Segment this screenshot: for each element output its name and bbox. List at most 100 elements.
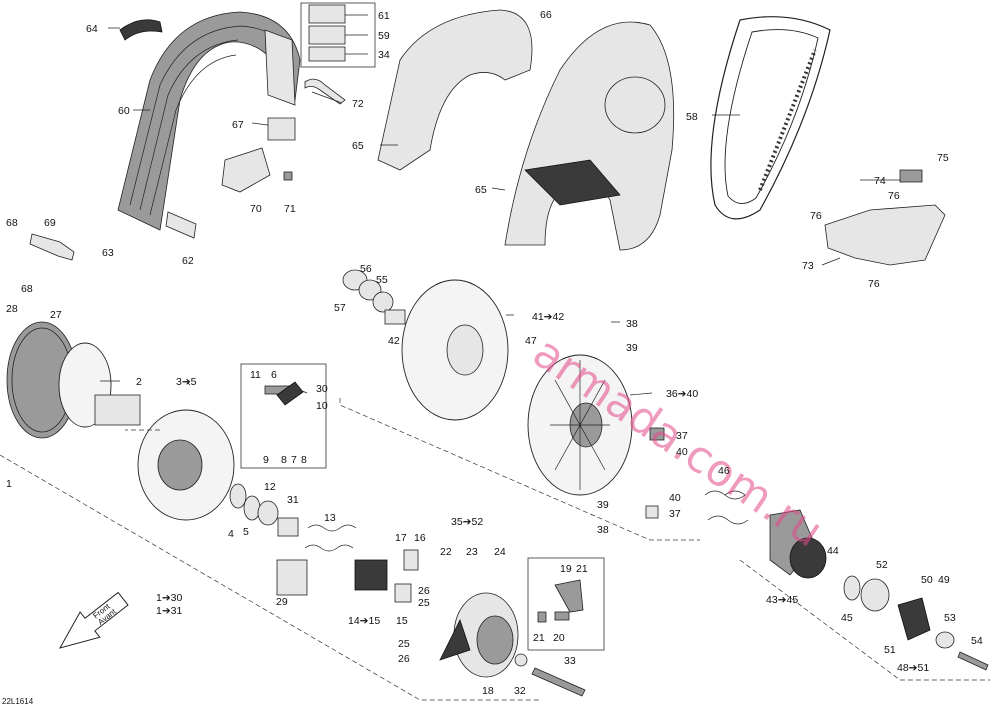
ring-5 (243, 495, 261, 521)
callout: 55 (376, 274, 388, 286)
callout: 71 (284, 203, 296, 215)
callout: 75 (937, 152, 949, 164)
bolt-16 (403, 549, 419, 571)
callout: 52 (876, 559, 888, 571)
callout: 12 (264, 481, 276, 493)
callout: 7 (291, 454, 297, 466)
callout: 14➔15 (348, 615, 380, 627)
callout: 49 (938, 574, 950, 586)
callout: 1 (6, 478, 12, 490)
callout: 8 (301, 454, 307, 466)
callout: 59 (378, 30, 390, 42)
decal-34 (308, 46, 346, 62)
callout: 28 (6, 303, 18, 315)
callout: 60 (118, 105, 130, 117)
callout: 51 (884, 644, 896, 656)
cvt-tech-label (524, 159, 621, 206)
callout: 39 (626, 342, 638, 354)
callout: 40 (669, 492, 681, 504)
callout: 65 (352, 140, 364, 152)
callout: 18 (482, 685, 494, 697)
callout: 41➔42 (532, 311, 564, 323)
diagram-code: 22L1614 (2, 697, 34, 706)
bracket-70 (221, 147, 271, 193)
callout: 32 (514, 685, 526, 697)
callout: 68 (6, 217, 18, 229)
callout: 8 (281, 454, 287, 466)
spring-46 (704, 490, 746, 500)
callout: 10 (316, 400, 328, 412)
ring-4 (229, 483, 247, 509)
pin-21 (537, 611, 547, 623)
callout: 50 (921, 574, 933, 586)
callout: 76 (868, 278, 880, 290)
callout: 2 (136, 376, 142, 388)
callout: 68 (21, 283, 33, 295)
bracket-62 (165, 211, 197, 239)
callout: 21 (576, 563, 588, 575)
callout: 45 (841, 612, 853, 624)
arm-6 (276, 381, 304, 406)
bolt-33 (531, 667, 586, 697)
callout: 31 (287, 494, 299, 506)
callout: 73 (802, 260, 814, 272)
bushing-29 (276, 559, 308, 596)
callout: 43➔45 (766, 594, 798, 606)
callout: 63 (102, 247, 114, 259)
callout: 21 (533, 632, 545, 644)
bushing-31 (277, 517, 299, 537)
callout: 9 (263, 454, 269, 466)
washer-53 (935, 631, 955, 649)
callout: 70 (250, 203, 262, 215)
belt-guard-60 (117, 11, 301, 231)
callout: 19 (560, 563, 572, 575)
callout: 76 (810, 210, 822, 222)
callout: 13 (324, 512, 336, 524)
callout: 37 (669, 508, 681, 520)
ring-45 (843, 575, 861, 601)
callout: 74 (874, 175, 886, 187)
callout: 54 (971, 635, 983, 647)
arm-kit-box (240, 363, 327, 469)
callout: 40 (676, 446, 688, 458)
front-arrow: Front Avant (58, 591, 129, 649)
callout: 38 (597, 524, 609, 536)
callout: 26 (418, 585, 430, 597)
slider-37a (649, 427, 665, 441)
lever-19 (554, 579, 584, 613)
callout: 53 (944, 612, 956, 624)
callout: 25 (418, 597, 430, 609)
bolt-54 (957, 651, 989, 671)
grip-64 (119, 19, 163, 41)
shaft-2 (94, 394, 141, 426)
callout: 69 (44, 217, 56, 229)
callout: 4 (228, 528, 234, 540)
callout: 5 (243, 526, 249, 538)
ramp-48 (897, 597, 931, 641)
bracket-74 (899, 169, 923, 183)
outer-cover-65a (377, 9, 533, 171)
callout: 29 (276, 596, 288, 608)
callout: 33 (564, 655, 576, 667)
callout: 44 (827, 545, 839, 557)
callout: 72 (352, 98, 364, 110)
callout: 37 (676, 430, 688, 442)
callout: 30 (316, 383, 328, 395)
spring-13 (307, 524, 357, 532)
callout: 1➔30 (156, 592, 182, 604)
callout: 34 (378, 49, 390, 61)
callout: 6 (271, 369, 277, 381)
decal-59 (308, 25, 346, 45)
decal-61 (308, 4, 346, 24)
callout: 48➔51 (897, 662, 929, 674)
washer-52 (860, 578, 890, 612)
callout: 42 (388, 335, 400, 347)
bolt-71 (283, 171, 293, 181)
callout: 3➔5 (176, 376, 197, 388)
washer-12 (257, 500, 279, 526)
guard-73 (824, 204, 946, 266)
callout: 26 (398, 653, 410, 665)
callout: 27 (50, 309, 62, 321)
bearing-44 (789, 537, 827, 579)
